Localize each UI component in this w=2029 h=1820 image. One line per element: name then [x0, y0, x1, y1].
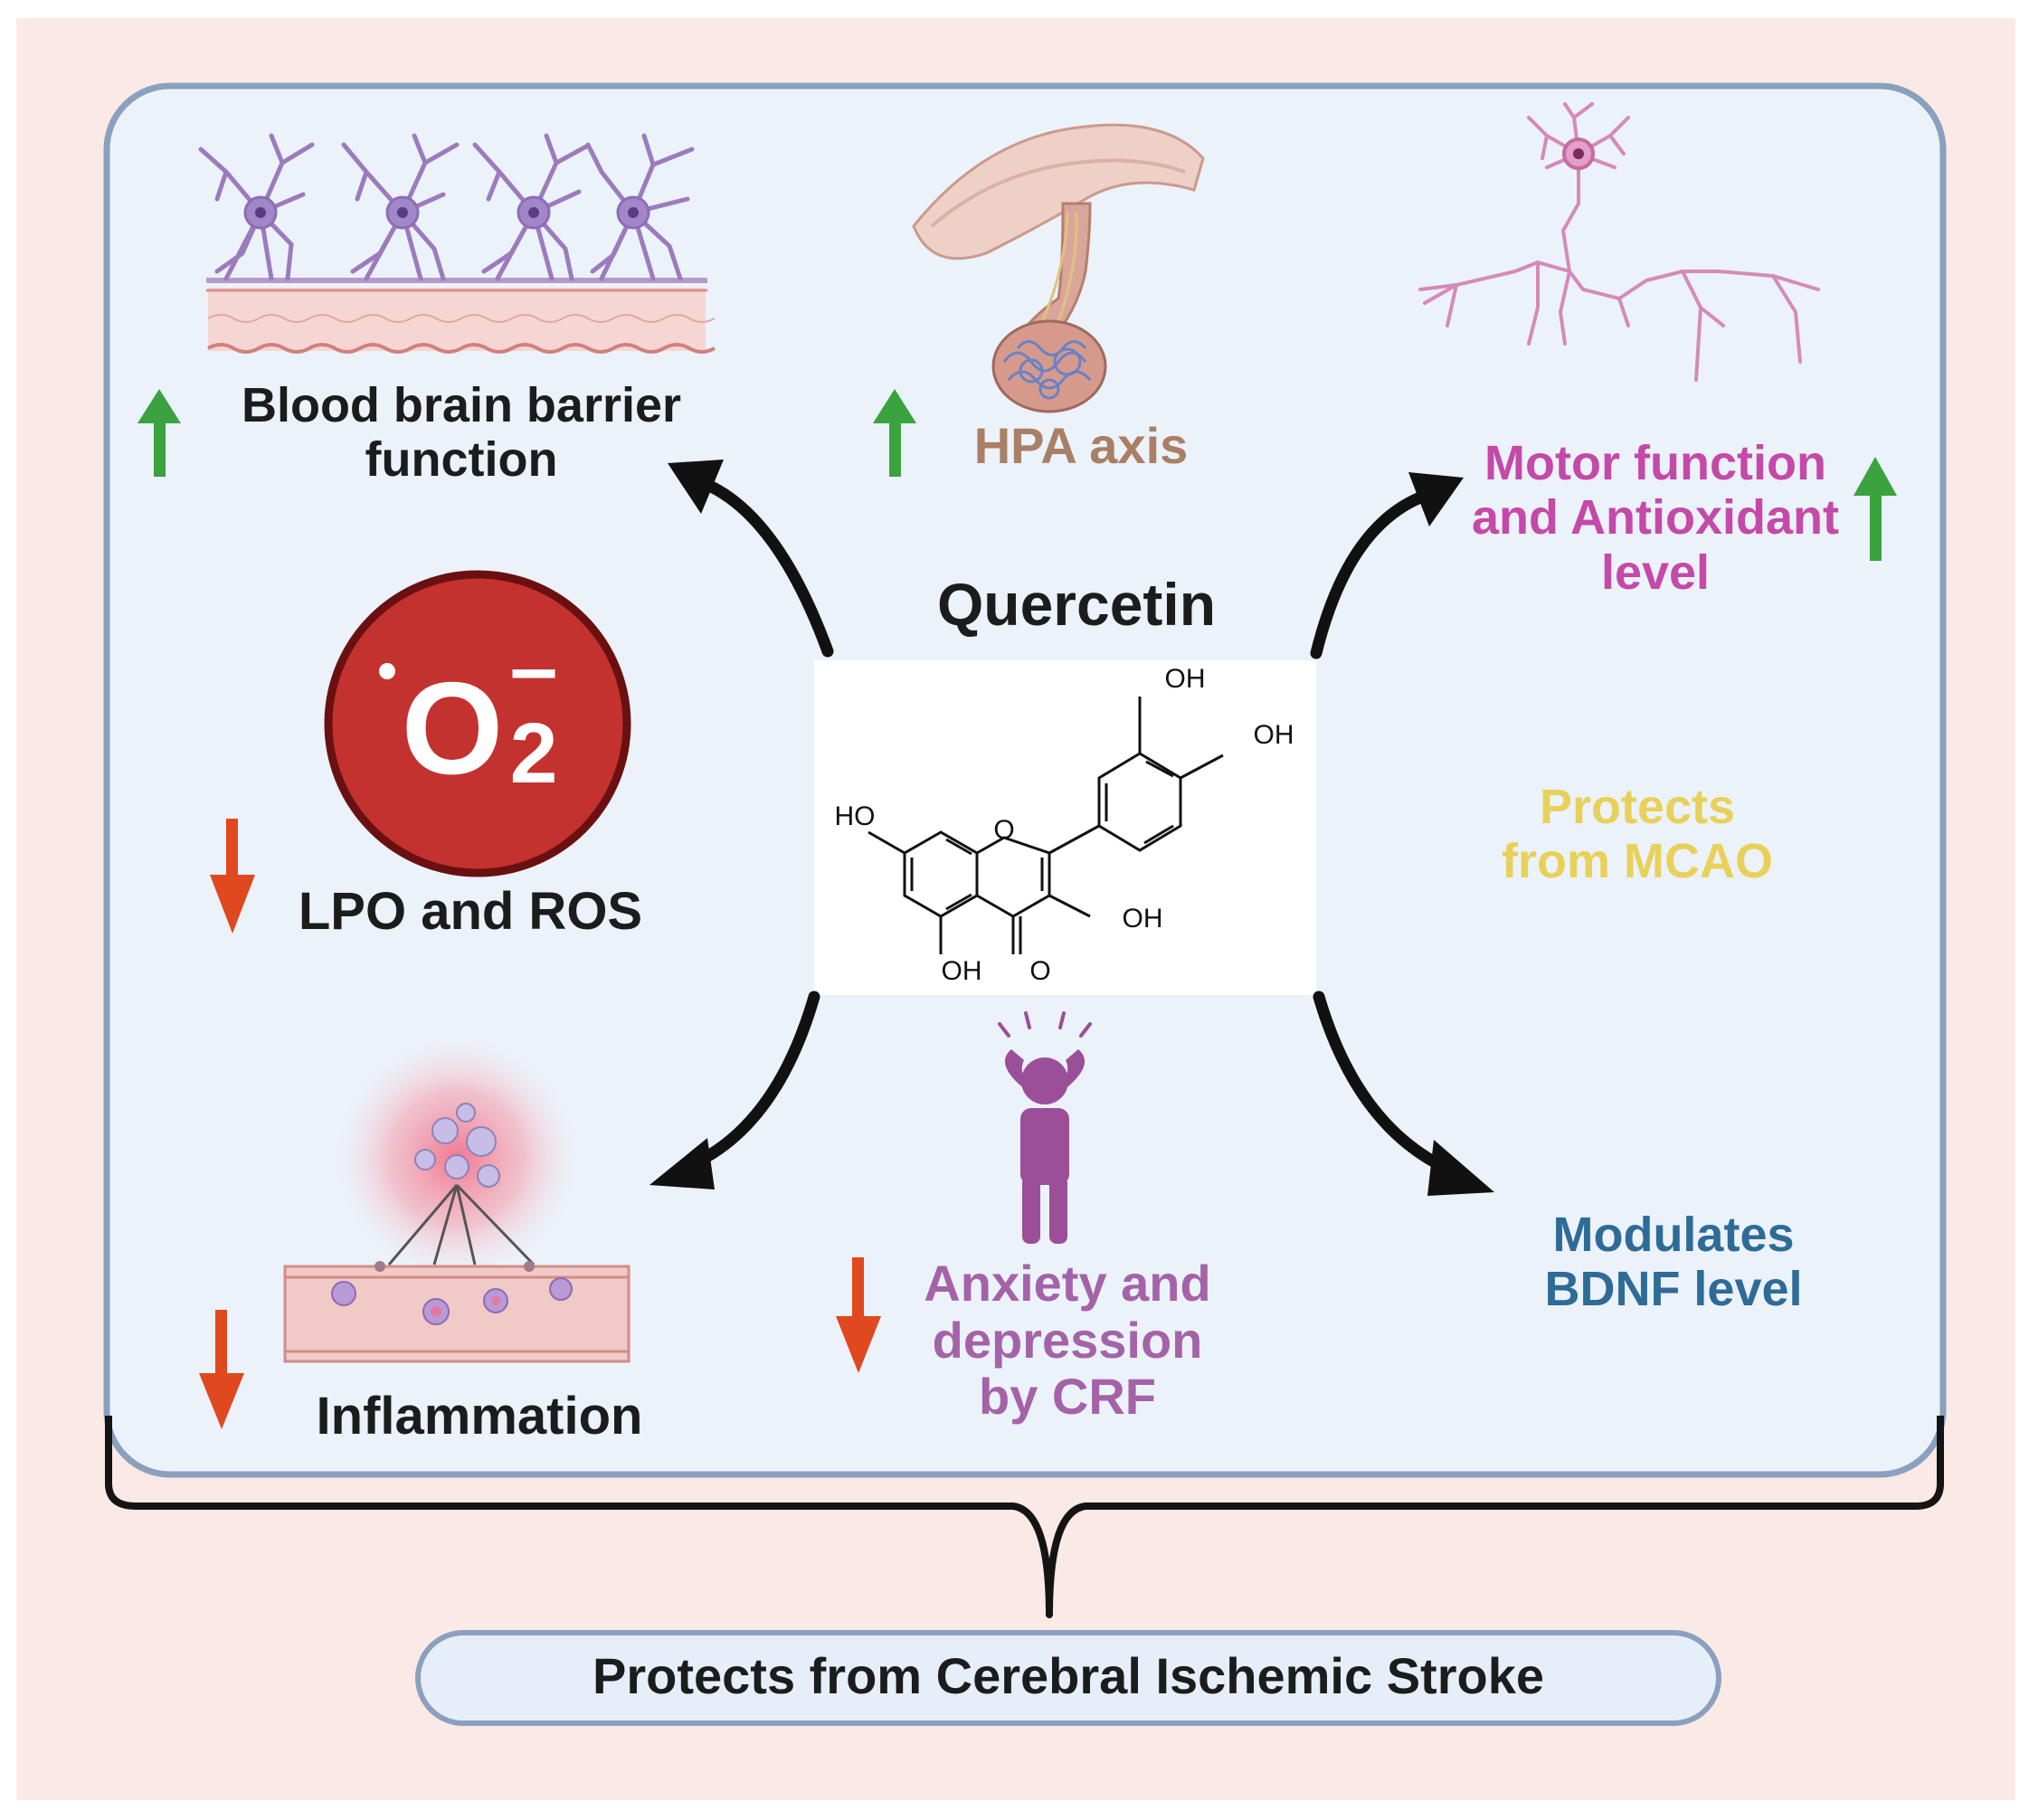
arrow-to-bdnf: [1313, 991, 1454, 1175]
quercetin-title: Quercetin: [936, 571, 1217, 638]
carbonyl-oxygen-label: O: [1029, 956, 1050, 986]
conclusion-box: [415, 1630, 1721, 1726]
quercetin-structure-icon: OH OH HO O OH OH O: [814, 660, 1316, 995]
summary-brace: [105, 1416, 1944, 1618]
pituitary-icon: [912, 123, 1205, 413]
oh-label-3: OH: [1123, 904, 1163, 934]
neuron-icon: [1418, 102, 1820, 382]
oh-label-2: OH: [1254, 720, 1294, 750]
up-arrow-icon: [1854, 457, 1897, 561]
arrowhead-inflammation: [649, 1138, 715, 1190]
superoxide-letter: O: [402, 655, 504, 801]
anxious-person-icon: [998, 1011, 1092, 1244]
inflammation-label: Inflammation: [316, 1387, 643, 1446]
down-arrow-icon: [199, 1310, 244, 1429]
oh-label-1: OH: [1165, 664, 1206, 694]
arrowhead-bdnf: [1427, 1140, 1494, 1196]
up-arrow-icon: [873, 389, 916, 477]
arrow-to-inflammation: [690, 991, 820, 1169]
down-arrow-icon: [836, 1257, 881, 1373]
oh-label-4: OH: [942, 956, 982, 986]
effect-arrows: [649, 460, 1494, 1196]
superoxide-charge: –: [510, 620, 558, 716]
arrow-to-bbb: [699, 478, 834, 658]
astrocyte-barrier-icon: [198, 133, 716, 354]
hpa-label: HPA axis: [973, 417, 1189, 474]
lpo-ros-label: LPO and ROS: [298, 882, 643, 941]
ring-oxygen-label: O: [993, 815, 1014, 845]
arrowhead-bbb: [668, 460, 724, 514]
inflammation-vessel-icon: [283, 1036, 631, 1363]
down-arrow-icon: [210, 819, 255, 934]
superoxide-icon: O 2 –: [324, 570, 631, 877]
up-arrow-icon: [137, 389, 181, 477]
ho-label: HO: [835, 801, 876, 831]
conclusion-label: Protects from Cerebral Ischemic Stroke: [593, 1647, 1544, 1704]
arrow-to-motor: [1310, 489, 1431, 659]
arrowhead-motor: [1408, 472, 1464, 526]
superoxide-subscript: 2: [510, 706, 558, 801]
